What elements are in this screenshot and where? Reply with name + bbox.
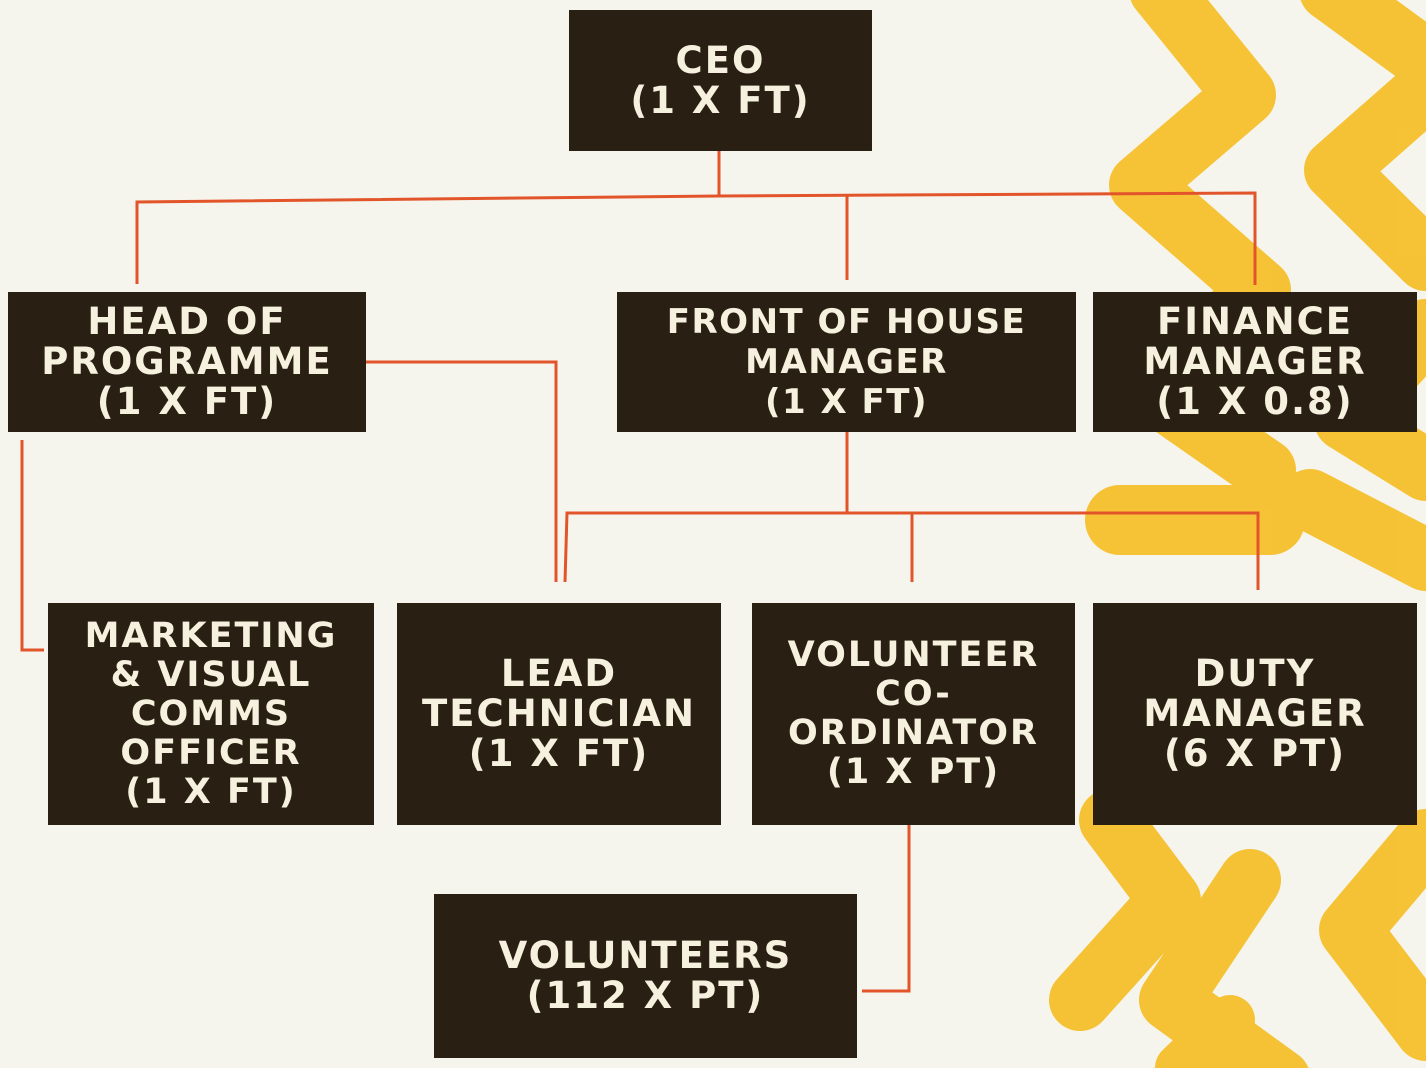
volunteer-coordinator-label: VOLUNTEER CO- ORDINATOR (1 X PT) xyxy=(787,635,1040,792)
duty-manager-box: DUTY MANAGER (6 X PT) xyxy=(1093,603,1417,825)
connector-volcoord-to-volunteers xyxy=(862,825,911,993)
lead-technician-box: LEAD TECHNICIAN (1 X FT) xyxy=(397,603,721,825)
finance-manager-label: FINANCE MANAGER (1 X 0.8) xyxy=(1143,300,1367,423)
volunteer-coordinator-box: VOLUNTEER CO- ORDINATOR (1 X PT) xyxy=(752,603,1075,825)
head-of-programme-label: HEAD OF PROGRAMME (1 X FT) xyxy=(41,300,333,423)
head-of-programme-box: HEAD OF PROGRAMME (1 X FT) xyxy=(8,292,366,432)
finance-manager-box: FINANCE MANAGER (1 X 0.8) xyxy=(1093,292,1417,432)
ceo-box: CEO (1 X FT) xyxy=(569,10,872,151)
volunteers-box: VOLUNTEERS (112 X PT) xyxy=(434,894,857,1058)
duty-manager-label: DUTY MANAGER (6 X PT) xyxy=(1143,652,1367,775)
front-of-house-manager-label: FRONT OF HOUSE MANAGER (1 X FT) xyxy=(666,302,1027,422)
front-of-house-manager-box: FRONT OF HOUSE MANAGER (1 X FT) xyxy=(617,292,1076,432)
marketing-officer-label: MARKETING & VISUAL COMMS OFFICER (1 X FT… xyxy=(84,615,338,812)
marketing-officer-box: MARKETING & VISUAL COMMS OFFICER (1 X FT… xyxy=(48,603,374,825)
connector-top-bus xyxy=(135,191,1257,285)
connector-head-to-lead xyxy=(366,360,558,582)
connector-head-to-marketing xyxy=(20,440,44,652)
ceo-label: CEO (1 X FT) xyxy=(630,38,811,122)
lead-technician-label: LEAD TECHNICIAN (1 X FT) xyxy=(422,652,696,775)
volunteers-label: VOLUNTEERS (112 X PT) xyxy=(498,934,793,1017)
